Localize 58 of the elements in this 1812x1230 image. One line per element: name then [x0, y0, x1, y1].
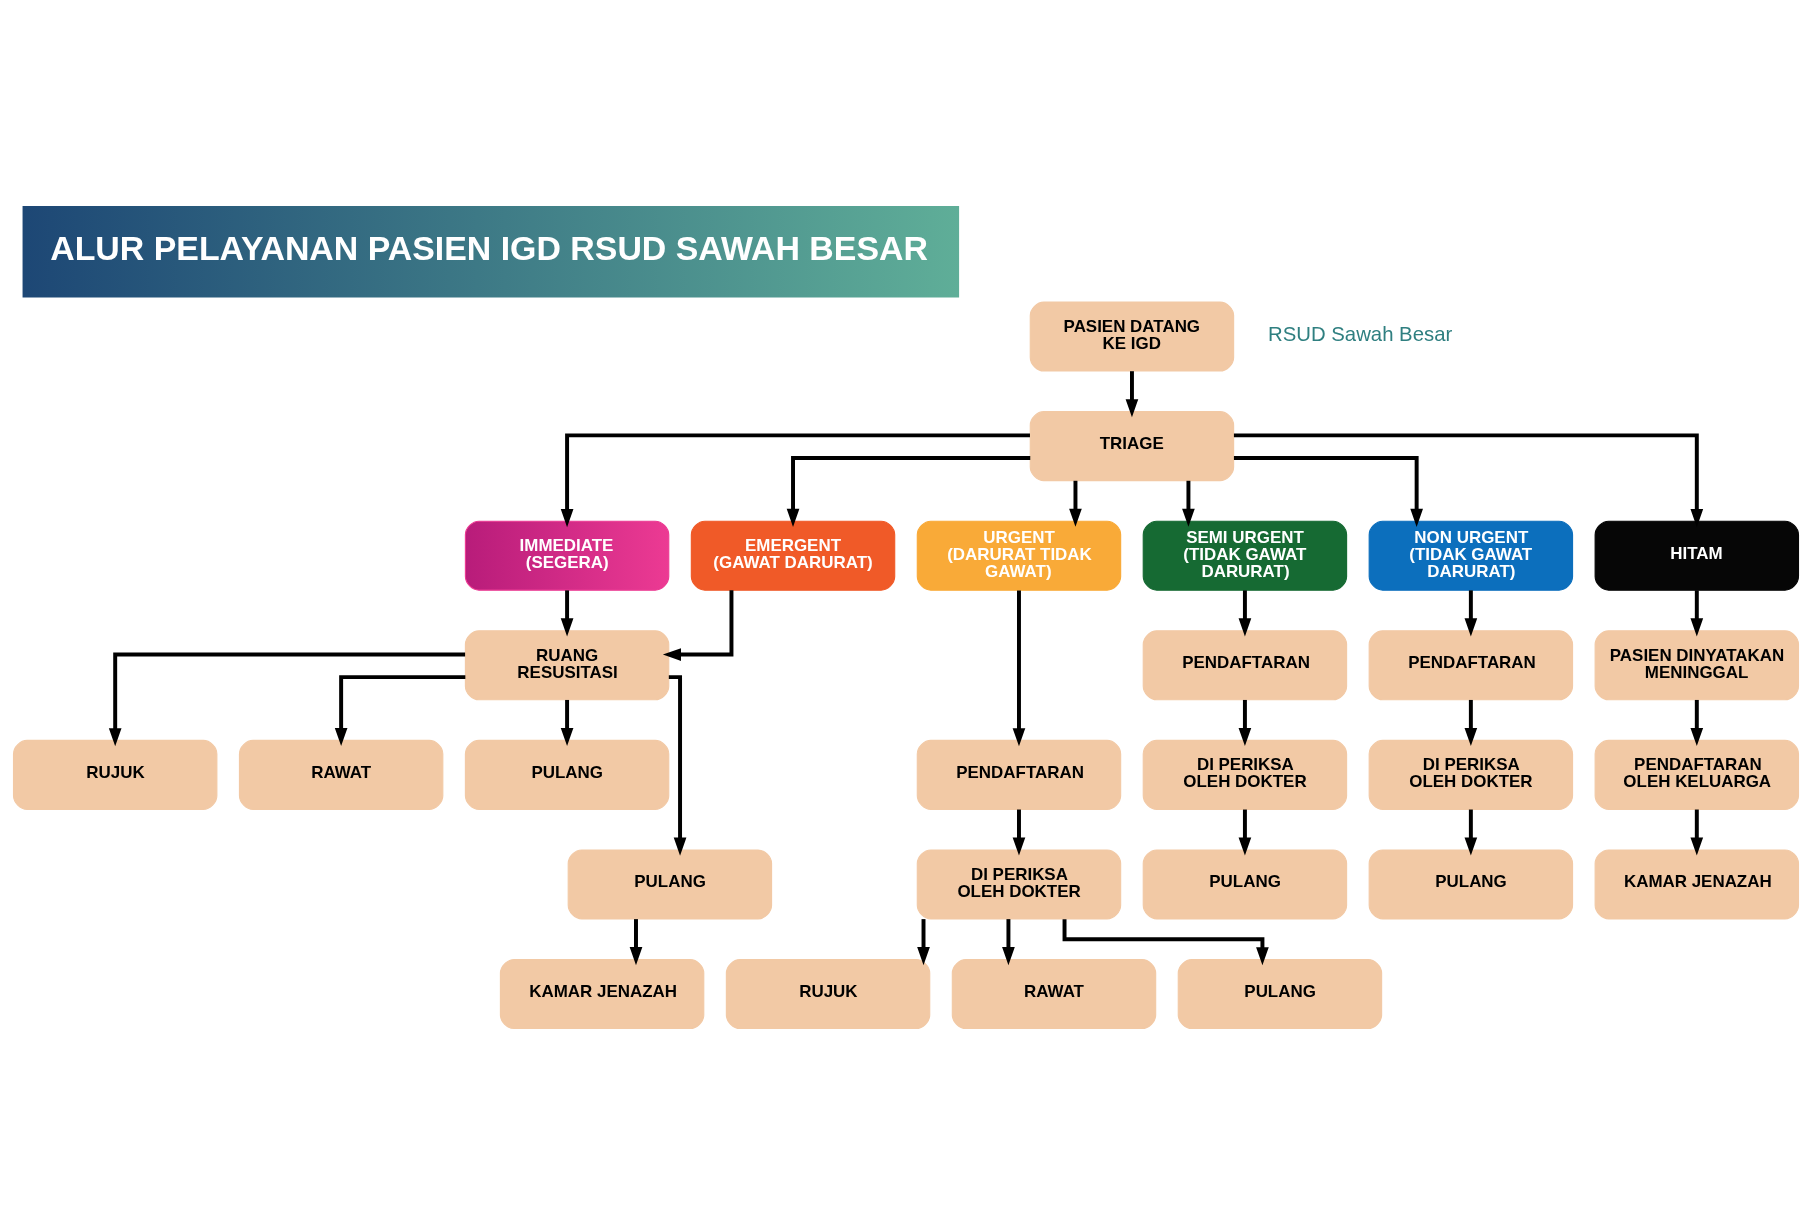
arrow [1464, 699, 1478, 747]
node-box: NON URGENT (TIDAK GAWAT DARURAT) [1368, 520, 1574, 591]
node-box: PULANG [1177, 959, 1383, 1030]
diagram-title: ALUR PELAYANAN PASIEN IGD RSUD SAWAH BESAR [50, 228, 928, 267]
arrow [1238, 590, 1252, 637]
node-box: RUJUK [12, 739, 218, 810]
arrow [1238, 699, 1252, 746]
node-box: PULANG [464, 739, 670, 810]
arrow [560, 433, 1030, 528]
arrow [1002, 919, 1015, 966]
node-box: URGENT (DARURAT TIDAK GAWAT) [916, 520, 1122, 591]
node-box: RAWAT [951, 959, 1157, 1030]
node-box: PENDAFTARAN OLEH KELUARGA [1594, 739, 1800, 810]
arrow [1012, 590, 1026, 747]
node-box: PULANG [1368, 849, 1574, 920]
label: RSUD Sawah Besar [1268, 323, 1453, 346]
arrow [1464, 590, 1478, 637]
arrow [1182, 480, 1195, 527]
arrow [668, 675, 687, 856]
arrow [629, 919, 643, 966]
arrow [108, 652, 466, 747]
arrow [1012, 809, 1026, 856]
node-box: DI PERIKSA OLEH DOKTER [916, 849, 1122, 920]
node-box: RUANG RESUSITASI [464, 630, 670, 701]
arrow [1062, 919, 1269, 966]
node-box: PENDAFTARAN [1142, 630, 1348, 701]
node-box: RAWAT [238, 739, 444, 810]
node-box: EMERGENT (GAWAT DARURAT) [690, 520, 896, 591]
node-box: HITAM [1594, 520, 1800, 591]
arrow [334, 675, 466, 747]
node-box: PULANG [567, 849, 773, 920]
node-box: PASIEN DINYATAKAN MENINGGAL [1594, 630, 1800, 701]
node-box: PENDAFTARAN [1368, 630, 1574, 701]
node-box: IMMEDIATE (SEGERA) [464, 520, 670, 591]
arrow [786, 456, 1031, 527]
node-box: RUJUK [725, 959, 931, 1030]
arrow [917, 919, 930, 966]
arrow [1690, 699, 1704, 746]
arrow [560, 699, 574, 746]
node-box: TRIAGE [1029, 411, 1235, 482]
arrow [1238, 809, 1252, 856]
arrow [1464, 809, 1478, 856]
node-box: PASIEN DATANG KE IGD [1029, 301, 1235, 372]
arrow [1233, 433, 1704, 528]
node-box: PULANG [1142, 849, 1348, 920]
arrow [1125, 371, 1139, 418]
node-box: KAMAR JENAZAH [1594, 849, 1800, 920]
node-box: KAMAR JENAZAH [499, 959, 705, 1030]
arrow [662, 590, 734, 661]
arrow [1069, 480, 1082, 527]
arrow [1690, 590, 1704, 637]
arrow [1690, 809, 1704, 856]
node-box: SEMI URGENT (TIDAK GAWAT DARURAT) [1142, 520, 1348, 591]
node-box: DI PERIKSA OLEH DOKTER [1142, 739, 1348, 810]
arrow [560, 590, 574, 637]
node-box: DI PERIKSA OLEH DOKTER [1368, 739, 1574, 810]
node-box: PENDAFTARAN [916, 739, 1122, 810]
arrow [1233, 456, 1423, 527]
